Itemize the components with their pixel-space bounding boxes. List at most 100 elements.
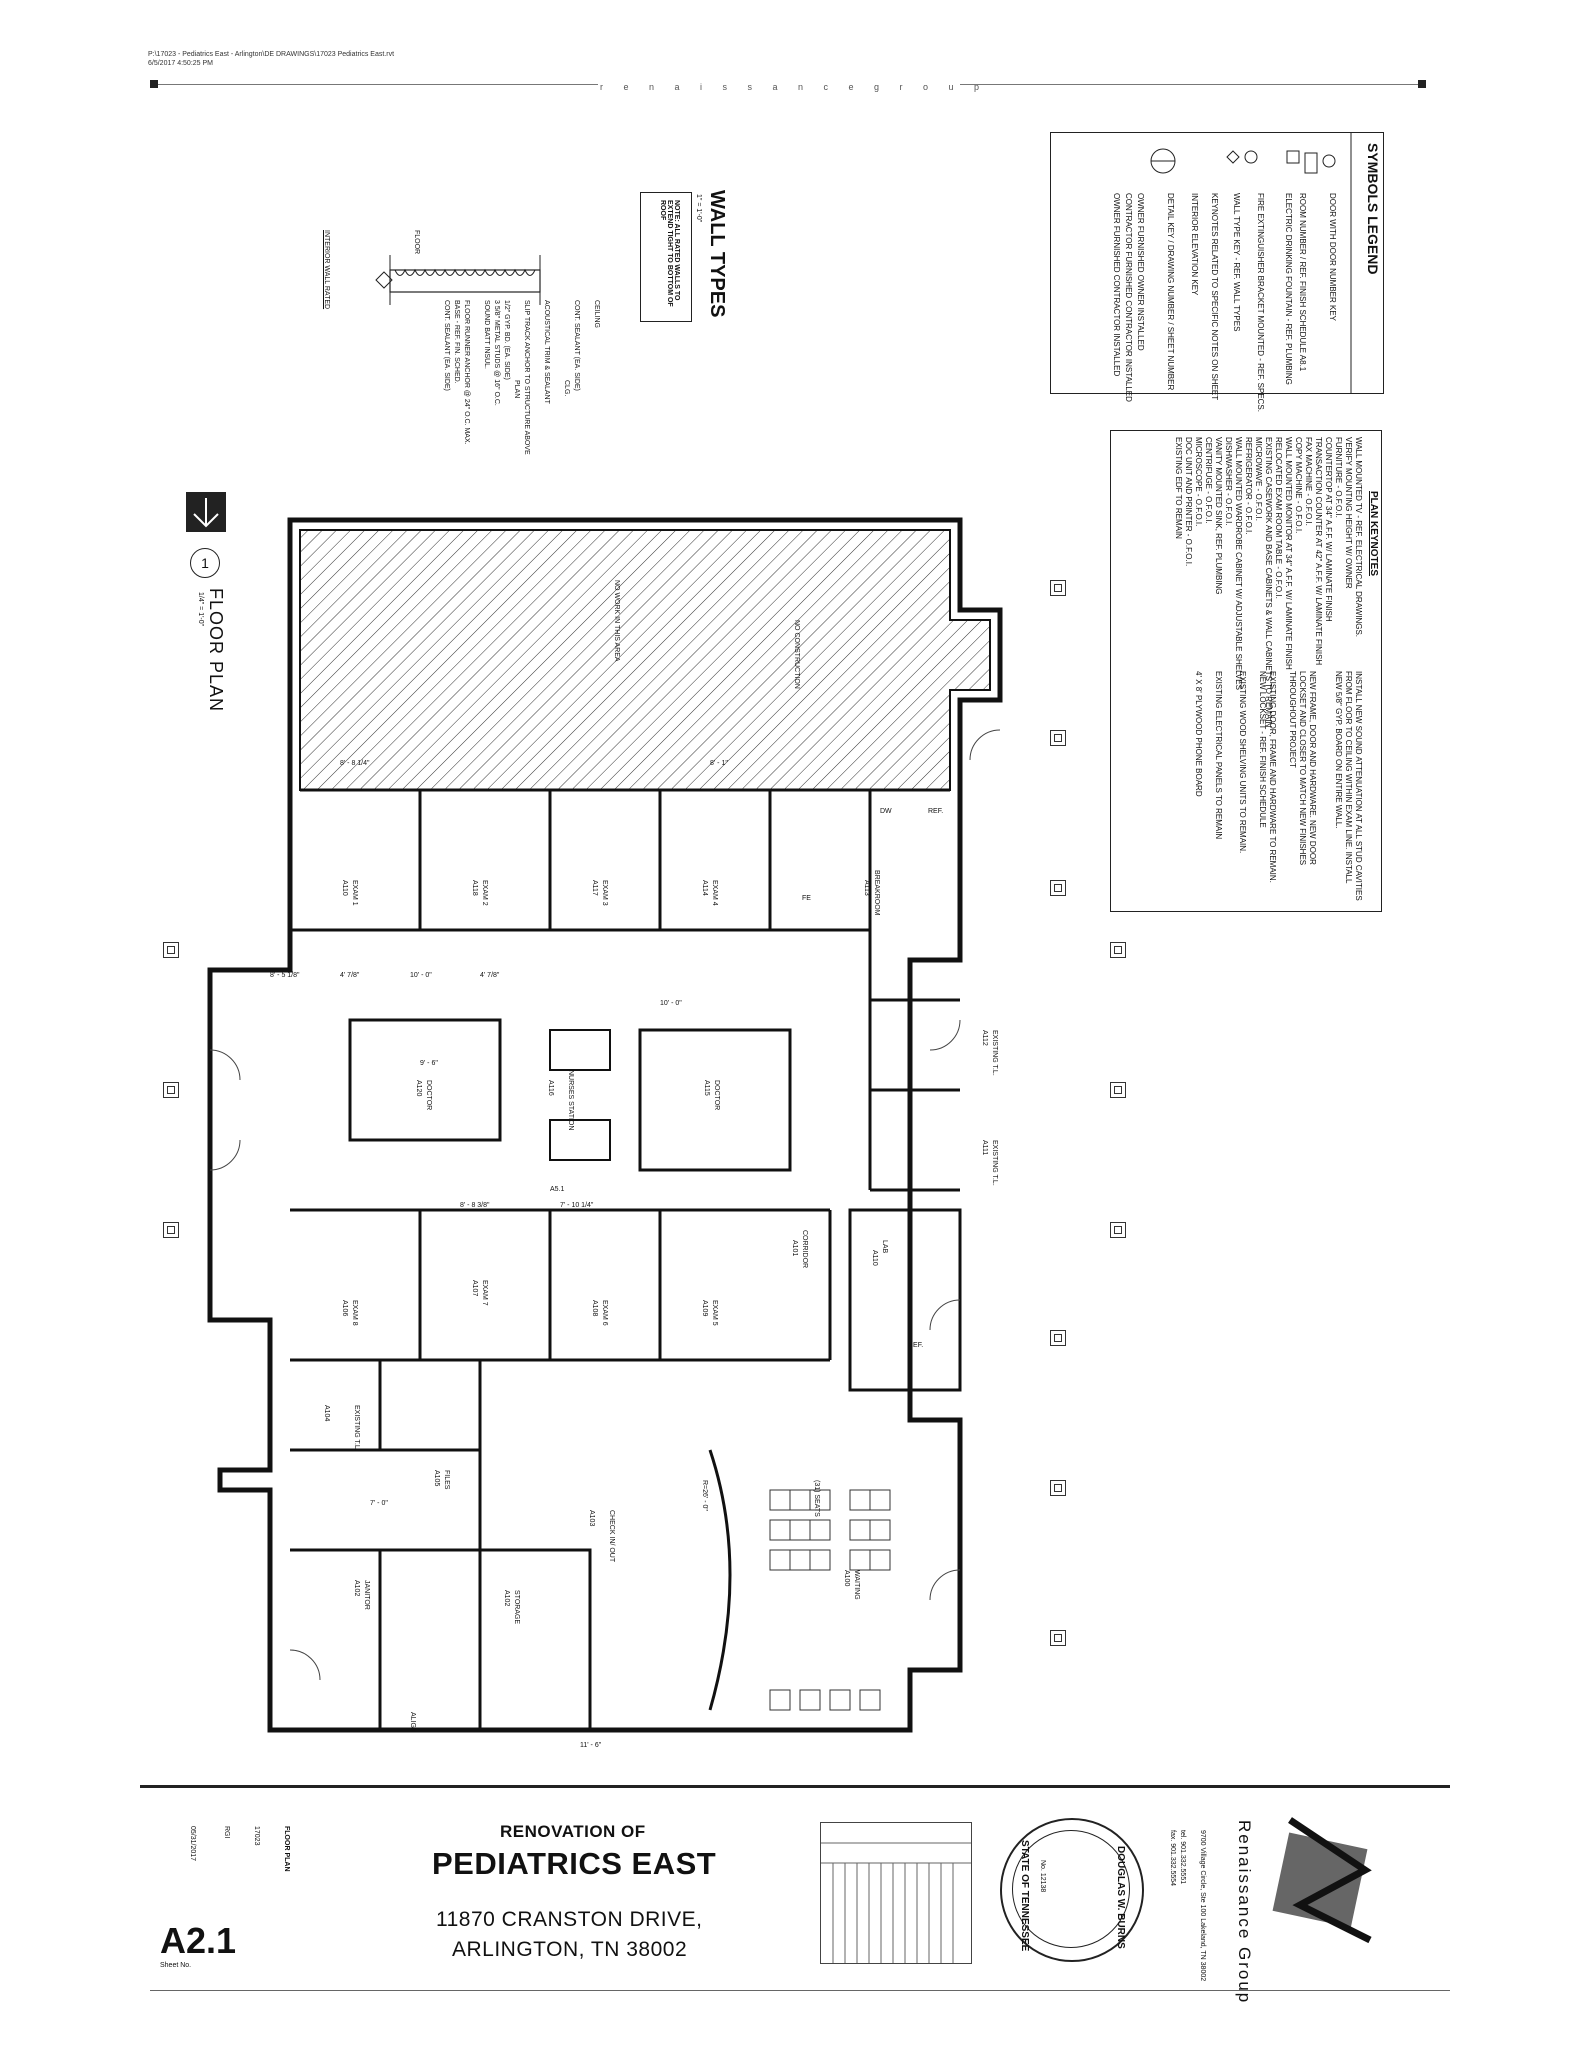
revision-table <box>820 1822 972 1964</box>
room-exam-1: EXAM 1 <box>351 880 358 906</box>
label-ref-2: REF. <box>908 1342 924 1349</box>
room-lab-num: A110 <box>871 1250 878 1266</box>
firm-letterspaced-line: r e n a i s s a n c e g r o u p <box>600 82 989 92</box>
sheet-date: 05/31/2017 <box>189 1826 196 1862</box>
symbols-legend: SYMBOLS LEGEND DOOR WITH DOOR NUMBER KEY… <box>1050 132 1384 412</box>
dim-10: 8' - 8 1/4" <box>340 760 370 767</box>
grid-marker <box>1110 942 1126 958</box>
sheet-title: FLOOR PLAN <box>283 1826 290 1872</box>
label-dw: DW <box>880 808 892 815</box>
sheet-no-label: Sheet No. <box>160 1962 192 1969</box>
floor-plan-scale: 1/4" = 1'-0" <box>197 592 204 627</box>
grid-marker <box>1050 730 1066 746</box>
title-block-rule <box>140 1785 1450 1788</box>
room-exam-4-num: A114 <box>701 880 708 896</box>
grid-marker <box>1050 1630 1066 1646</box>
dim-7: 10' - 0" <box>660 1000 682 1007</box>
firm-phone: tel. 901.332.5551 <box>1179 1830 1186 1885</box>
room-toilet-3: EXISTING T.L. <box>353 1405 360 1451</box>
dim-12: 7' - 0" <box>370 1500 388 1507</box>
room-exam-3: EXAM 3 <box>601 880 608 906</box>
room-storage: STORAGE <box>513 1590 520 1625</box>
room-lab: LAB <box>881 1240 888 1254</box>
room-toilet-2-num: A111 <box>981 1140 988 1156</box>
project-address-1: 11870 CRANSTON DRIVE, <box>436 1908 703 1931</box>
room-exam-6: EXAM 6 <box>601 1300 608 1326</box>
file-path: P:\17023 - Pediatrics East - Arlington\D… <box>148 51 395 58</box>
corner-mark-tr <box>1418 80 1426 88</box>
symbols-legend-graphic <box>1150 133 1352 393</box>
grid-marker <box>1050 880 1066 896</box>
dim-5: 8' - 8 3/8" <box>460 1202 490 1209</box>
project-number: 17023 <box>253 1826 260 1846</box>
grid-marker <box>1110 1222 1126 1238</box>
room-toilet-1: EXISTING T.L. <box>991 1030 998 1076</box>
room-janitor-num: A102 <box>353 1580 360 1597</box>
room-doctor-2: DOCTOR <box>713 1080 720 1111</box>
room-breakroom: BREAKROOM <box>873 870 880 916</box>
seal-name: DOUGLAS W. BURNS <box>1115 1846 1126 1949</box>
room-doctor-1: DOCTOR <box>425 1080 432 1111</box>
room-doctor-2-num: A115 <box>703 1080 710 1096</box>
room-exam-7: EXAM 7 <box>481 1280 488 1306</box>
architect-seal: DOUGLAS W. BURNS STATE OF TENNESSEE No. … <box>1000 1818 1144 1962</box>
dim-3: 10' - 0" <box>410 972 432 979</box>
dim-8: 9' - 6" <box>420 1060 438 1067</box>
corner-mark-tl <box>150 80 158 88</box>
label-align: ALIGN <box>409 1712 416 1734</box>
hatch-note-1: NO CONSTRUCTION <box>793 620 800 689</box>
room-breakroom-num: A113 <box>863 880 870 896</box>
drawing-number-circle: 1 <box>190 548 220 578</box>
dim-2: 4' 7/8" <box>340 972 360 979</box>
room-nurses: NURSES STATION <box>567 1070 574 1131</box>
sheet-info: FLOOR PLAN 17023 RGI 05/31/2017 A2.1 She… <box>150 1820 300 1970</box>
firm-address: 9700 Village Circle, Ste 100 Lakeland, T… <box>1199 1830 1206 1982</box>
grid-marker <box>163 942 179 958</box>
room-nurses-num: A116 <box>547 1080 554 1096</box>
dim-9: 11' - 6" <box>580 1742 602 1749</box>
file-path-header: P:\17023 - Pediatrics East - Arlington\D… <box>148 50 394 68</box>
wall-types: WALL TYPES 1" = 1'-0" NOTE: ALL RATED WA… <box>310 180 730 455</box>
label-radius: R=26' - 0" <box>701 1480 708 1511</box>
room-exam-8: EXAM 8 <box>351 1300 358 1326</box>
firm-fax: fax. 901.332.5554 <box>1169 1830 1176 1887</box>
top-rule <box>158 84 598 85</box>
plan-keynotes: PLAN KEYNOTES WALL MOUNTED TV - REF. ELE… <box>1110 430 1382 912</box>
seal-state: STATE OF TENNESSEE <box>1019 1840 1030 1952</box>
grid-marker <box>1050 580 1066 596</box>
firm-logo <box>1270 1810 1380 1960</box>
room-check-in: CHECK IN/ OUT <box>608 1510 615 1563</box>
room-corridor-num: A101 <box>791 1240 798 1257</box>
room-janitor: JANITOR <box>363 1580 370 1610</box>
top-rule-2 <box>960 84 1418 85</box>
room-exam-1-num: A110 <box>341 880 348 896</box>
room-storage-num: A102 <box>503 1590 510 1607</box>
dim-11: 8' - 1" <box>710 760 728 767</box>
drawing-number: 1 <box>201 555 209 571</box>
print-date: 6/5/2017 4:50:25 PM <box>148 60 213 67</box>
room-files: FILES <box>443 1470 450 1490</box>
room-corridor: CORRIDOR <box>801 1230 808 1269</box>
grid-marker <box>163 1082 179 1098</box>
renaissance-logo-icon <box>1272 1817 1372 1944</box>
wall-types-note-box <box>640 192 692 322</box>
room-exam-2-num: A118 <box>471 880 478 896</box>
label-a51: A5.1 <box>550 1186 565 1193</box>
room-exam-7-num: A107 <box>471 1280 478 1297</box>
firm-name: Renaissance Group <box>1235 1820 1254 2005</box>
grid-marker <box>1050 1330 1066 1346</box>
dim-1: 8' - 5 1/8" <box>270 972 300 979</box>
wall-section-graphic <box>375 255 541 305</box>
floor-plan-title: 1 FLOOR PLAN 1/4" = 1'-0" <box>186 492 226 752</box>
room-waiting: WAITING <box>853 1570 860 1600</box>
project-name: PEDIATRICS EAST <box>432 1846 717 1881</box>
room-toilet-3-num: A104 <box>323 1405 330 1422</box>
room-toilet-1-num: A112 <box>981 1030 988 1046</box>
grid-marker <box>163 1222 179 1238</box>
room-exam-8-num: A106 <box>341 1300 348 1317</box>
hatch-note-2: NO WORK IN THIS AREA <box>613 580 620 662</box>
floor-plan-title-text: FLOOR PLAN <box>206 588 226 713</box>
room-toilet-2: EXISTING T.L. <box>991 1140 998 1186</box>
bottom-rule <box>150 1990 1450 1991</box>
